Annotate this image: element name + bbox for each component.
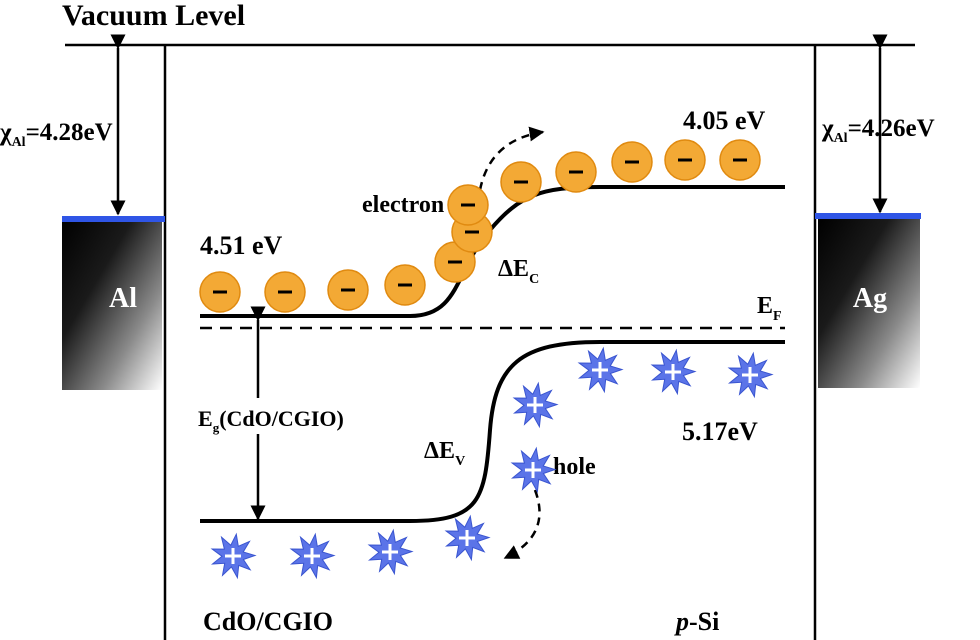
conduction-offset-label: ΔEC xyxy=(498,256,539,287)
electron-12 xyxy=(719,139,761,181)
hole-label: hole xyxy=(553,454,596,480)
left-conduction-energy: 4.51 eV xyxy=(200,231,283,260)
right-affinity-label: χAl=4.26eV xyxy=(821,115,935,146)
hole-9 xyxy=(727,351,774,399)
electron-8 xyxy=(500,161,542,203)
left-layer-label: CdO/CGIO xyxy=(203,607,333,636)
electron-3 xyxy=(327,269,369,311)
vacuum-level-label: Vacuum Level xyxy=(62,0,245,32)
bandgap-label-backdrop xyxy=(195,398,395,434)
valence-offset-label: ΔEV xyxy=(424,438,465,469)
hole-8 xyxy=(650,348,697,396)
right-valence-energy: 5.17eV xyxy=(682,417,758,446)
right-metal-contact: Ag xyxy=(815,213,921,388)
left-metal-contact: Al xyxy=(62,216,165,390)
left-metal-label: Al xyxy=(109,283,137,314)
bandgap-label: Eg(CdO/CGIO) xyxy=(198,406,344,435)
hole-7 xyxy=(577,346,624,394)
hole-4 xyxy=(444,514,491,562)
electron-4 xyxy=(384,264,426,306)
right-layer-label: p-Si xyxy=(674,607,719,636)
electron-motion-arrow xyxy=(478,126,545,191)
electron-2 xyxy=(264,271,306,313)
electron-11 xyxy=(664,139,706,181)
left-affinity-label: χAl=4.28eV xyxy=(0,119,113,150)
electron-10 xyxy=(611,141,653,183)
hole-5 xyxy=(510,446,557,494)
right-metal-fermi-edge xyxy=(815,213,921,219)
right-metal-block xyxy=(818,218,920,388)
right-conduction-energy: 4.05 eV xyxy=(683,106,766,135)
electron-1 xyxy=(199,271,241,313)
right-metal-label: Ag xyxy=(853,283,887,314)
hole-6 xyxy=(512,381,559,429)
electron-label: electron xyxy=(362,192,444,218)
hole-2 xyxy=(289,532,336,580)
electron-7 xyxy=(447,184,489,226)
left-metal-fermi-edge xyxy=(62,216,165,222)
hole-3 xyxy=(367,528,414,576)
fermi-level-label: EF xyxy=(757,293,782,324)
electrons-group xyxy=(199,139,761,313)
electron-9 xyxy=(555,151,597,193)
hole-1 xyxy=(210,532,257,580)
left-metal-block xyxy=(62,220,162,390)
valence-band-curve xyxy=(200,340,785,523)
holes-group xyxy=(210,346,774,580)
hole-motion-arrow xyxy=(503,489,541,560)
